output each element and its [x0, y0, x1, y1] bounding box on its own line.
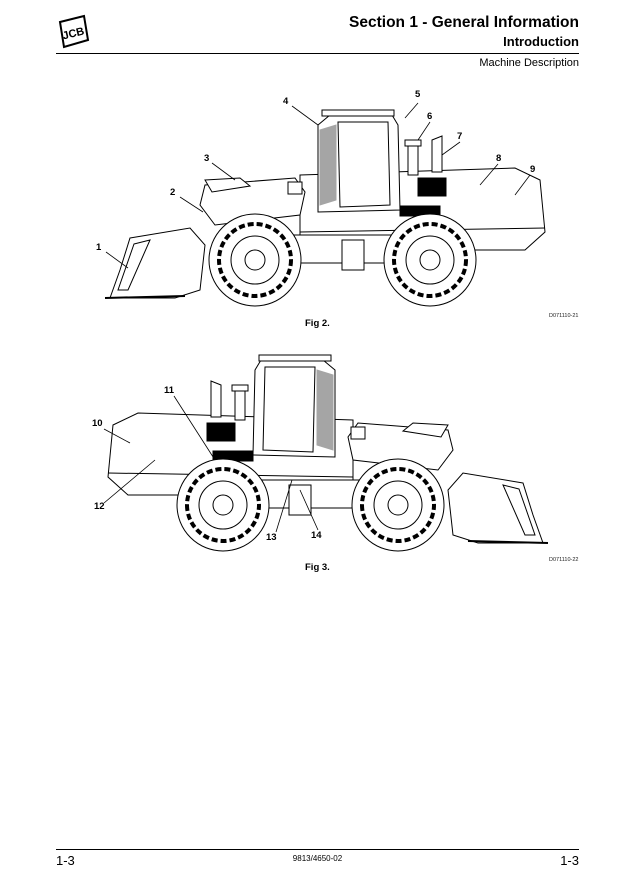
callout-5: 5 — [415, 89, 421, 100]
footer-rule — [56, 849, 579, 850]
callout-13: 13 — [266, 532, 277, 543]
leader-lines — [103, 102, 531, 533]
callout-6: 6 — [427, 111, 433, 122]
callout-4: 4 — [283, 96, 289, 107]
caption-fig3: Fig 3. — [305, 562, 330, 573]
callout-12: 12 — [94, 501, 105, 512]
jcb-logo: JCB — [58, 14, 90, 49]
callout-14: 14 — [311, 530, 322, 541]
header-rule — [56, 53, 579, 54]
page-number-right: 1-3 — [560, 853, 579, 868]
callout-11: 11 — [164, 385, 175, 396]
caption-fig2: Fig 2. — [305, 318, 330, 329]
drawing-code-fig3: D071110-22 — [549, 557, 579, 563]
topic-title: Machine Description — [479, 57, 579, 69]
callout-2: 2 — [170, 187, 176, 198]
drawing-code-fig2: D071110-21 — [549, 313, 579, 319]
callout-7: 7 — [457, 131, 463, 142]
callout-3: 3 — [204, 153, 210, 164]
callout-1: 1 — [96, 242, 102, 253]
page-number-left: 1-3 — [56, 853, 75, 868]
svg-text:JCB: JCB — [61, 25, 85, 42]
callout-10: 10 — [92, 418, 103, 429]
document-number: 9813/4650-02 — [292, 854, 343, 863]
callout-8: 8 — [496, 153, 502, 164]
subsection-title: Introduction — [503, 34, 579, 49]
fig2-loader-left-view — [103, 108, 547, 308]
section-title: Section 1 - General Information — [349, 14, 579, 31]
callout-9: 9 — [530, 164, 536, 175]
